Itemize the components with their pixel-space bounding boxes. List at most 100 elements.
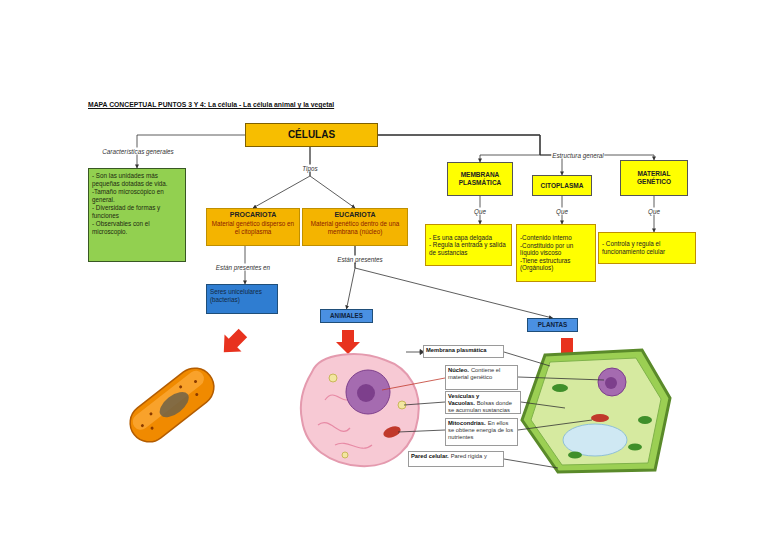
node-text: - Controla y regula el funcionamiento ce… bbox=[602, 240, 692, 255]
bacterium-wall bbox=[122, 360, 221, 449]
node-text: MATERIAL GENÉTICO bbox=[622, 170, 686, 186]
red-arrow bbox=[215, 325, 251, 361]
connector-label: Están presentes en bbox=[215, 264, 271, 271]
chloroplast bbox=[568, 452, 582, 459]
connector-label: Que bbox=[473, 208, 487, 215]
node-text: ANIMALES bbox=[330, 312, 363, 320]
connector bbox=[253, 147, 310, 208]
connector bbox=[310, 147, 355, 208]
animal-cell bbox=[301, 354, 419, 466]
description-box: -Contenido interno-Constituido por un lí… bbox=[516, 224, 596, 282]
callout-box: Pared celular.Pared rígida y bbox=[408, 451, 504, 467]
ribosome-dot bbox=[193, 379, 197, 383]
node-body-text: - Observables con el microscopio. bbox=[92, 220, 182, 235]
callout-box: Membrana plasmática bbox=[423, 345, 504, 358]
description-box: - Es una capa delgada- Regula la entrada… bbox=[425, 224, 512, 266]
chloroplast bbox=[638, 416, 652, 424]
node-text: Pared celular. bbox=[411, 453, 449, 459]
node-text: CITOPLASMA bbox=[541, 182, 584, 190]
node-body-text: - Regula la entrada y salida de sustanci… bbox=[429, 241, 508, 256]
node-text: - Es una capa delgada bbox=[429, 234, 508, 242]
connector bbox=[378, 135, 562, 175]
plant-cell bbox=[522, 350, 670, 472]
node-text: Vesículas y Vacuolas. bbox=[448, 393, 479, 406]
plant-cell-wall bbox=[522, 350, 670, 472]
structure-box: MEMBRANA PLASMÁTICA bbox=[447, 162, 513, 196]
node-text: PROCARIOTA bbox=[210, 211, 296, 219]
leader-line bbox=[406, 352, 420, 353]
node-body-text: -Tiene estructuras (Orgánulos) bbox=[520, 257, 592, 272]
vesicle bbox=[342, 452, 348, 458]
node-body-text: -Tamaño microscópico en general. bbox=[92, 188, 182, 203]
callout-box: Vesículas y Vacuolas.Bolsas donde se acu… bbox=[445, 391, 521, 414]
animal-cell-membrane bbox=[301, 354, 419, 466]
leader-line bbox=[504, 459, 558, 468]
connector-group bbox=[137, 135, 654, 318]
leader-line bbox=[518, 420, 592, 430]
node-text: -Contenido interno bbox=[520, 234, 592, 242]
node-text: MEMBRANA PLASMÁTICA bbox=[449, 171, 511, 187]
leader-line bbox=[382, 378, 445, 390]
characteristics-box: - Son las unidades más pequeñas dotadas … bbox=[88, 168, 186, 262]
node-body-text: Material genético disperso en el citopla… bbox=[210, 220, 296, 235]
connector bbox=[355, 246, 553, 318]
main-concept-box: CÉLULAS bbox=[245, 123, 378, 147]
kingdom-box: PLANTAS bbox=[527, 318, 578, 332]
structure-box: CITOPLASMA bbox=[532, 175, 592, 196]
bacterium-highlight bbox=[129, 367, 207, 433]
kingdom-box: ANIMALES bbox=[320, 309, 373, 323]
connector-label: Que bbox=[647, 208, 661, 215]
ribosome-dot bbox=[179, 385, 183, 389]
leader-line bbox=[518, 377, 604, 380]
node-body-text: Pared rígida y bbox=[451, 453, 487, 459]
map-title: MAPA CONCEPTUAL PUNTOS 3 Y 4: La célula … bbox=[88, 101, 334, 108]
ribosome-dot bbox=[150, 426, 154, 430]
node-text: Membrana plasmática bbox=[426, 347, 487, 353]
description-box: - Controla y regula el funcionamiento ce… bbox=[598, 232, 696, 264]
animal-nucleus bbox=[346, 370, 390, 414]
connector-label: Características generales bbox=[101, 148, 174, 155]
callout-box: Núcleo.Contiene el material genético bbox=[445, 365, 518, 390]
node-text: - Son las unidades más pequeñas dotadas … bbox=[92, 172, 182, 187]
node-text: Seres unicelulares (bacterias) bbox=[210, 288, 274, 303]
node-text: Núcleo. bbox=[448, 367, 469, 373]
branch-label: Están presentes bbox=[336, 256, 384, 263]
ribosome-dot bbox=[149, 412, 153, 416]
chloroplast bbox=[552, 384, 568, 392]
connector-label: Que bbox=[555, 208, 569, 215]
red-arrow-shape bbox=[215, 325, 251, 361]
connector bbox=[378, 135, 654, 160]
plant-mitochondrion bbox=[591, 414, 609, 422]
plant-cytoplasm bbox=[531, 358, 661, 465]
node-body-text: Material genético dentro de una membrana… bbox=[306, 220, 404, 235]
leader-line bbox=[404, 402, 445, 405]
structure-box: MATERIAL GENÉTICO bbox=[620, 160, 688, 196]
ribosome-dot bbox=[140, 423, 144, 427]
node-body-text: -Constituido por un líquido viscoso bbox=[520, 242, 592, 257]
bacterium-nucleoid bbox=[155, 387, 193, 422]
cell-type-box: EUCARIOTAMaterial genético dentro de una… bbox=[302, 208, 408, 246]
node-body-text: - Diversidad de formas y funciones bbox=[92, 204, 182, 219]
callout-box: Mitocondrias.En ellos se obtiene energía… bbox=[445, 418, 518, 446]
node-text: EUCARIOTA bbox=[306, 211, 404, 219]
plant-vacuole bbox=[563, 424, 627, 456]
red-arrow-shape bbox=[336, 330, 360, 354]
branch-label: Tipos bbox=[301, 165, 318, 172]
plant-nucleus bbox=[598, 368, 626, 396]
vesicle bbox=[329, 374, 337, 382]
chloroplast bbox=[628, 444, 642, 451]
leader-line bbox=[521, 402, 565, 408]
node-text: PLANTAS bbox=[538, 321, 567, 329]
leader-line bbox=[504, 352, 550, 366]
node-text: Mitocondrias. bbox=[448, 420, 486, 426]
ribosome-dot bbox=[195, 392, 199, 396]
red-arrow bbox=[336, 330, 360, 354]
leader-line bbox=[398, 430, 445, 432]
branch-label: Estructura general bbox=[551, 152, 604, 159]
nucleolus bbox=[357, 384, 375, 402]
node-text: CÉLULAS bbox=[288, 129, 335, 141]
